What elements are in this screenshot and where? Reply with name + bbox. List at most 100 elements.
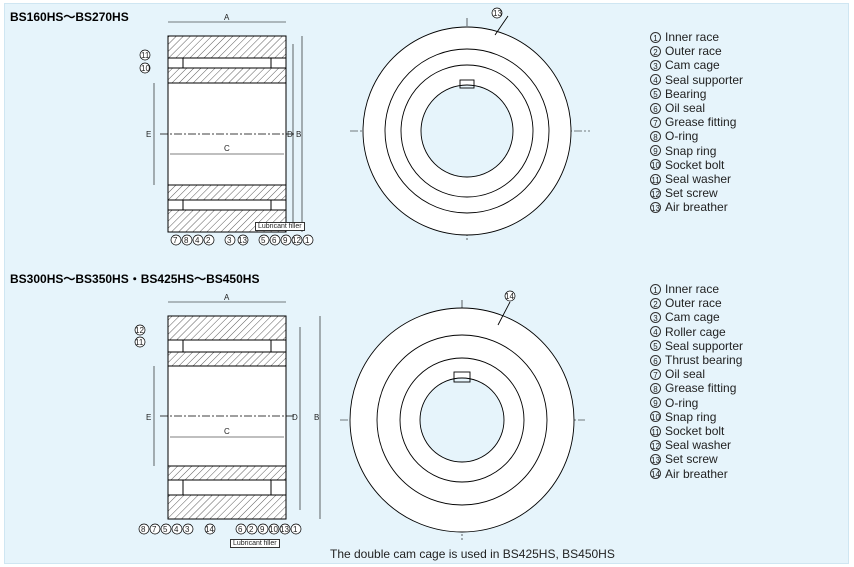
diagram2-legend-item: 2 Outer race bbox=[650, 296, 743, 310]
diagram1-legend-item: 8 O-ring bbox=[650, 129, 743, 143]
legend-label: Oil seal bbox=[665, 101, 706, 116]
bottom-callouts-2: 8 7 5 4 3 14 6 2 9 10 13 1 bbox=[138, 523, 302, 535]
legend-number: 12 bbox=[650, 187, 661, 199]
legend-label: Oil seal bbox=[665, 367, 706, 382]
legend-number: 7 bbox=[650, 116, 661, 128]
callout2-10: 10 bbox=[269, 525, 278, 534]
legend-label: Outer race bbox=[665, 296, 722, 311]
legend-number: 11 bbox=[650, 425, 661, 437]
bottom-callouts: 7 8 4 2 3 13 5 6 9 12 1 bbox=[170, 234, 314, 246]
dim-c-label: C bbox=[224, 144, 230, 153]
diagram1-legend-item: 11 Seal washer bbox=[650, 172, 743, 186]
legend-number: 5 bbox=[650, 340, 661, 352]
legend-number: 3 bbox=[650, 312, 661, 323]
legend-number: 10 bbox=[650, 159, 661, 171]
dim2-a-label: A bbox=[224, 293, 230, 302]
diagram2-legend-item: 6 Thrust bearing bbox=[650, 353, 743, 367]
callout2-6: 6 bbox=[238, 525, 243, 534]
legend-number: 8 bbox=[650, 131, 661, 143]
legend-label: Set screw bbox=[665, 452, 718, 467]
callout-9: 9 bbox=[283, 236, 288, 245]
legend-label: O-ring bbox=[665, 129, 699, 144]
legend-label: Cam cage bbox=[665, 58, 720, 73]
legend-number: 1 bbox=[650, 283, 661, 295]
legend-label: Inner race bbox=[665, 30, 720, 44]
diagram2-legend-item: 13 Set screw bbox=[650, 452, 743, 466]
legend-number: 4 bbox=[650, 74, 661, 86]
lubricant-filler-label-1: Lubricant filler bbox=[255, 222, 305, 231]
legend-number: 13 bbox=[650, 454, 661, 466]
callout-11: 11 bbox=[141, 51, 150, 60]
diagram1-legend-item: 9 Snap ring bbox=[650, 144, 743, 158]
legend-number: 5 bbox=[650, 88, 661, 100]
callout2-2: 2 bbox=[249, 525, 254, 534]
legend-label: Snap ring bbox=[665, 409, 717, 424]
legend-number: 6 bbox=[650, 102, 661, 114]
dim-d-label: D bbox=[287, 130, 293, 139]
diagram1-legend-item: 1 Inner race bbox=[650, 30, 743, 44]
dim2-d-label: D bbox=[292, 413, 298, 422]
legend-number: 9 bbox=[650, 397, 661, 409]
callout2-4: 4 bbox=[174, 525, 179, 534]
callout-13: 13 bbox=[238, 236, 247, 245]
legend-number: 4 bbox=[650, 326, 661, 338]
diagram2-legend-item: 3 Cam cage bbox=[650, 310, 743, 324]
callout2-7: 7 bbox=[152, 525, 157, 534]
diagram1-legend-item: 12 Set screw bbox=[650, 186, 743, 200]
legend-label: Thrust bearing bbox=[665, 353, 743, 368]
legend-label: Set screw bbox=[665, 186, 718, 201]
dim-b-label: B bbox=[296, 130, 301, 139]
lubricant-filler-label-2: Lubricant filler bbox=[230, 539, 280, 548]
legend-label: Snap ring bbox=[665, 143, 717, 158]
callout2-9: 9 bbox=[260, 525, 265, 534]
legend-label: Seal washer bbox=[665, 172, 732, 187]
diagram1-legend-item: 2 Outer race bbox=[650, 44, 743, 58]
diagram2-legend-item: 8 Grease fitting bbox=[650, 381, 743, 395]
legend-number: 9 bbox=[650, 145, 661, 157]
legend-label: Outer race bbox=[665, 44, 722, 59]
legend-number: 1 bbox=[650, 31, 661, 43]
legend-number: 11 bbox=[650, 173, 661, 185]
legend-label: Cam cage bbox=[665, 310, 720, 325]
dim2-b-label: B bbox=[314, 413, 319, 422]
diagram2-legend-item: 1 Inner race bbox=[650, 282, 743, 296]
legend-label: Bearing bbox=[665, 86, 707, 101]
legend-label: Inner race bbox=[665, 282, 720, 296]
legend-label: Air breather bbox=[665, 200, 728, 215]
legend-number: 2 bbox=[650, 45, 661, 57]
legend-number: 8 bbox=[650, 383, 661, 395]
legend-number: 6 bbox=[650, 354, 661, 366]
diagram1-cross-section: A C E D B 11 10 7 8 4 2 3 13 5 6 9 12 1 bbox=[139, 13, 314, 246]
legend-number: 14 bbox=[650, 468, 661, 480]
callout-1: 1 bbox=[305, 236, 310, 245]
legend-label: Air breather bbox=[665, 466, 728, 481]
callout2-8: 8 bbox=[141, 525, 146, 534]
callout-6: 6 bbox=[272, 236, 277, 245]
callout-5: 5 bbox=[261, 236, 266, 245]
callout-10: 10 bbox=[141, 64, 150, 73]
diagram1-legend-item: 6 Oil seal bbox=[650, 101, 743, 115]
diagram1-legend-item: 10 Socket bolt bbox=[650, 158, 743, 172]
dim2-c-label: C bbox=[224, 427, 230, 436]
legend-label: Socket bolt bbox=[665, 157, 725, 172]
dim2-e-label: E bbox=[146, 413, 151, 422]
callout2-1: 1 bbox=[293, 525, 298, 534]
diagram2-legend-item: 14 Air breather bbox=[650, 467, 743, 481]
dim-e-label: E bbox=[146, 130, 151, 139]
legend-label: Grease fitting bbox=[665, 381, 737, 396]
callout-12: 12 bbox=[292, 236, 301, 245]
callout-3: 3 bbox=[227, 236, 232, 245]
legend-number: 2 bbox=[650, 297, 661, 309]
